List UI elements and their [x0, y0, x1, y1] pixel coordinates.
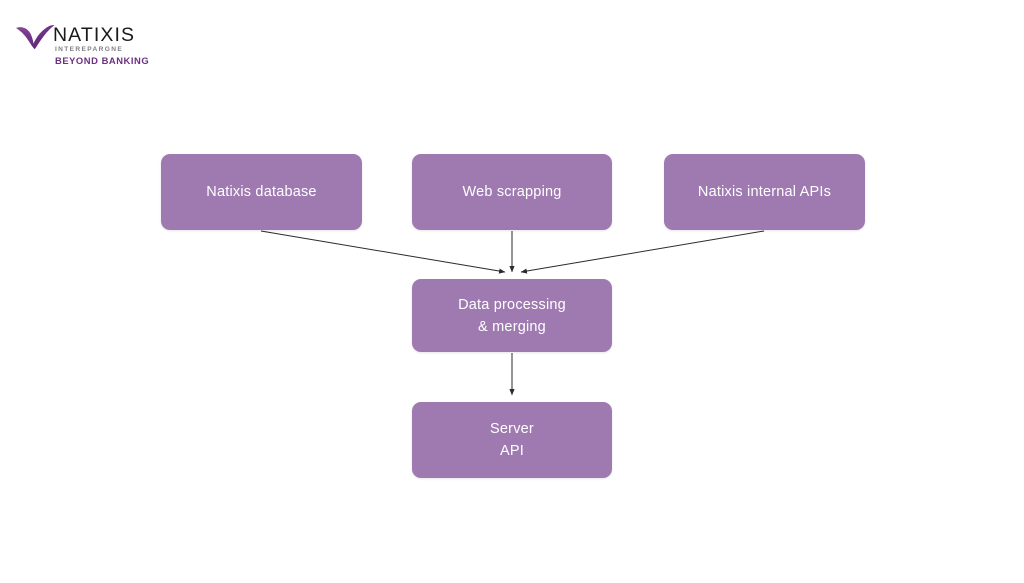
- node-label: Web scrapping: [462, 184, 562, 200]
- node-label: Natixis database: [206, 184, 317, 200]
- logo-tagline: BEYOND BANKING: [55, 55, 150, 66]
- logo-wordmark: NATIXIS: [53, 24, 136, 46]
- node-server-api[interactable]: Server API: [412, 402, 612, 478]
- node-label: Server API: [490, 421, 534, 459]
- node-data-processing-and-merging[interactable]: Data processing & merging: [412, 279, 612, 352]
- logo-subtitle: INTEREPARGNE: [55, 46, 124, 53]
- node-natixis-internal-apis[interactable]: Natixis internal APIs: [664, 154, 865, 230]
- natixis-v-swoosh-icon: [14, 24, 56, 50]
- node-web-scrapping[interactable]: Web scrapping: [412, 154, 612, 230]
- node-natixis-database[interactable]: Natixis database: [161, 154, 362, 230]
- node-label: Data processing & merging: [458, 296, 566, 335]
- edge-database-to-processing: [260, 230, 506, 274]
- edge-apis-to-processing: [520, 230, 765, 274]
- natixis-logo: NATIXIS INTEREPARGNE BEYOND BANKING: [14, 22, 194, 70]
- node-label: Natixis internal APIs: [697, 184, 832, 200]
